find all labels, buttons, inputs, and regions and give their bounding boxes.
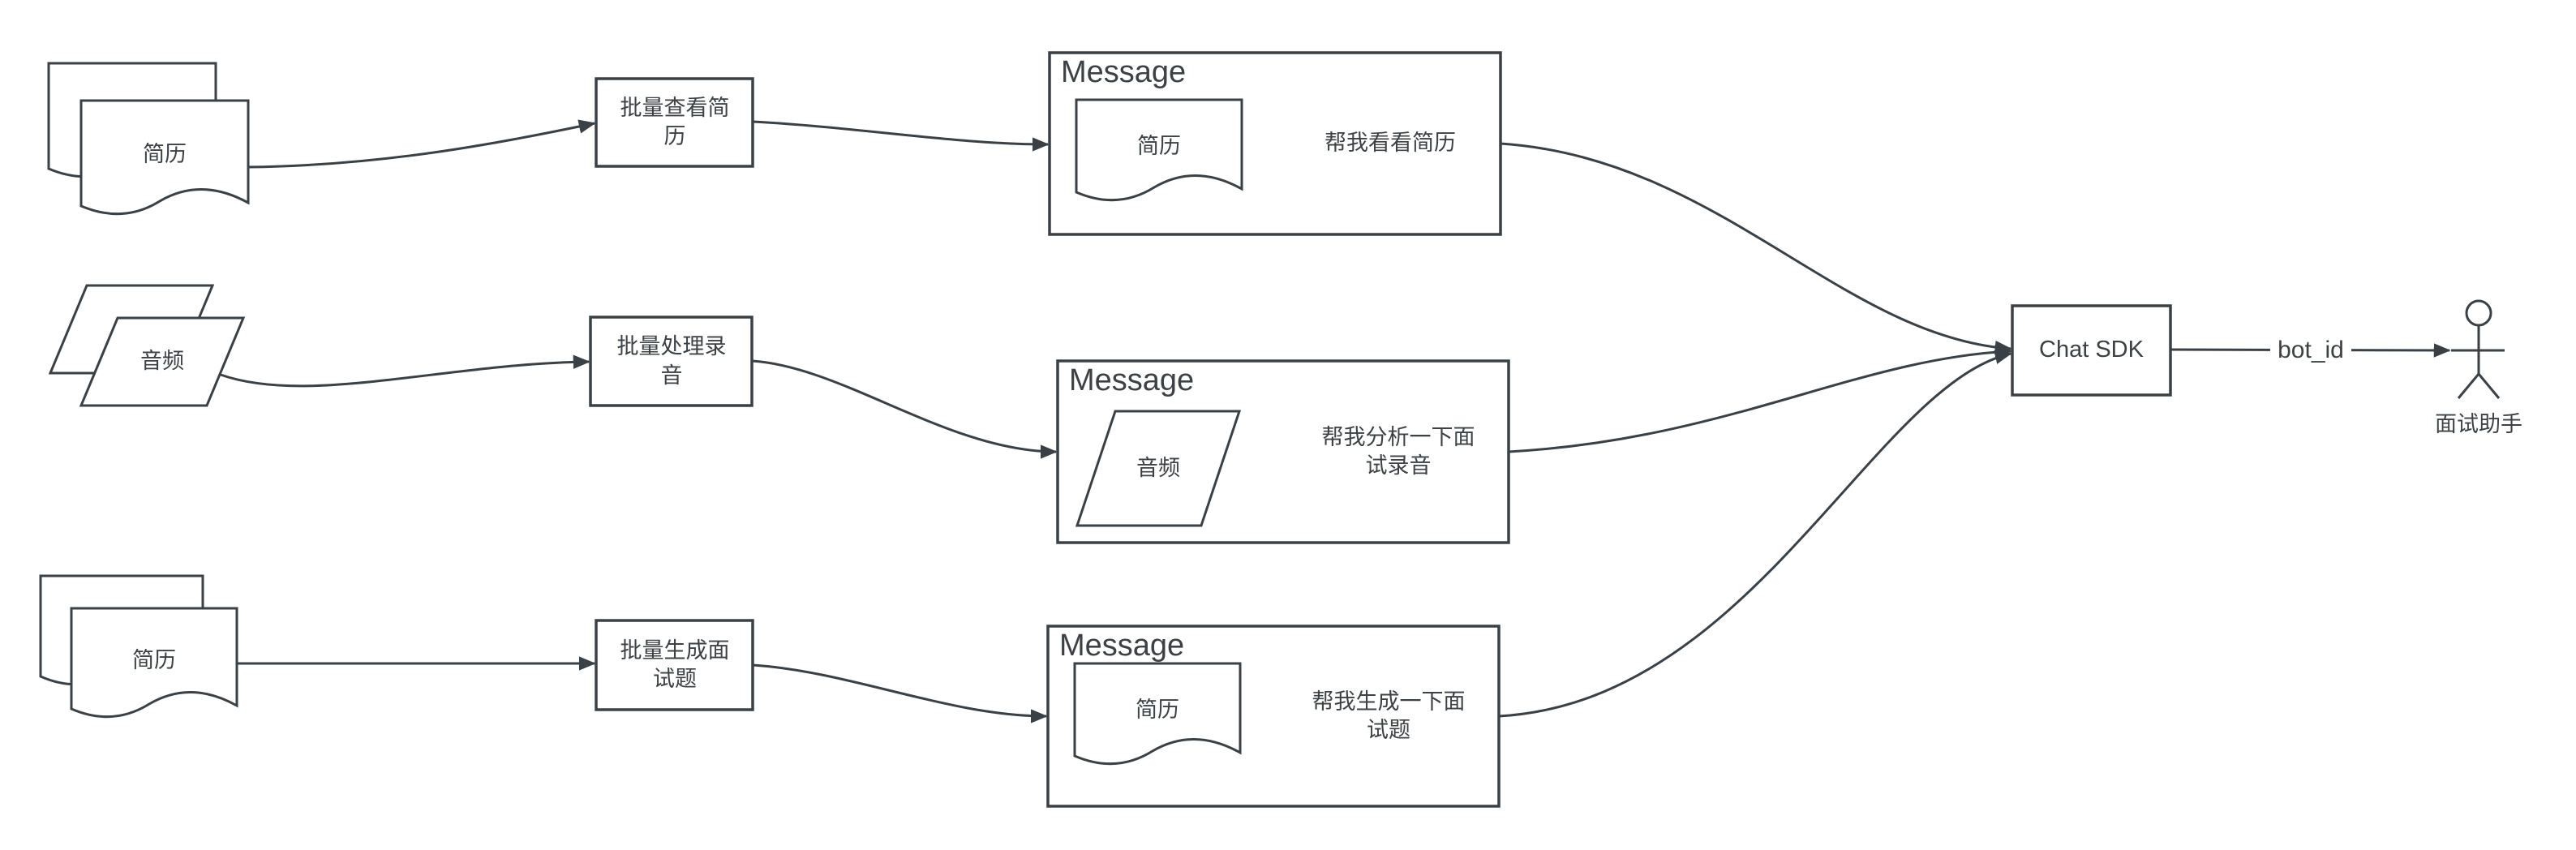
batch-generate-questions-box	[595, 619, 754, 711]
assistant-actor-icon	[2451, 299, 2505, 399]
message1-title: Message	[1061, 55, 1187, 89]
edge-message1-to-chat-sdk	[1500, 142, 2012, 355]
edge-message2-to-chat-sdk	[1508, 345, 2012, 453]
edge-batch-generate-to-message	[752, 663, 1048, 723]
resume-doc-front-shape	[79, 99, 250, 216]
resume2-doc-front-shape	[70, 607, 238, 719]
edge-audio-to-batch-process	[220, 354, 590, 388]
message2-title: Message	[1069, 363, 1195, 397]
edge-resumes-to-batch-view	[247, 119, 596, 169]
message3-title: Message	[1059, 629, 1185, 663]
audio-card-front-shape	[79, 316, 246, 407]
edge-batch-view-to-message	[752, 120, 1050, 152]
batch-view-resume-box	[595, 77, 754, 168]
edge-message3-to-chat-sdk	[1498, 350, 2012, 718]
chat-sdk-box	[2011, 304, 2172, 397]
message1-resume-attachment-shape	[1075, 98, 1243, 202]
batch-process-audio-box	[589, 316, 753, 407]
message3-resume-attachment-shape	[1073, 662, 1242, 766]
edge-batch-process-to-message	[751, 359, 1058, 459]
message2-audio-attachment-shape	[1075, 410, 1242, 527]
